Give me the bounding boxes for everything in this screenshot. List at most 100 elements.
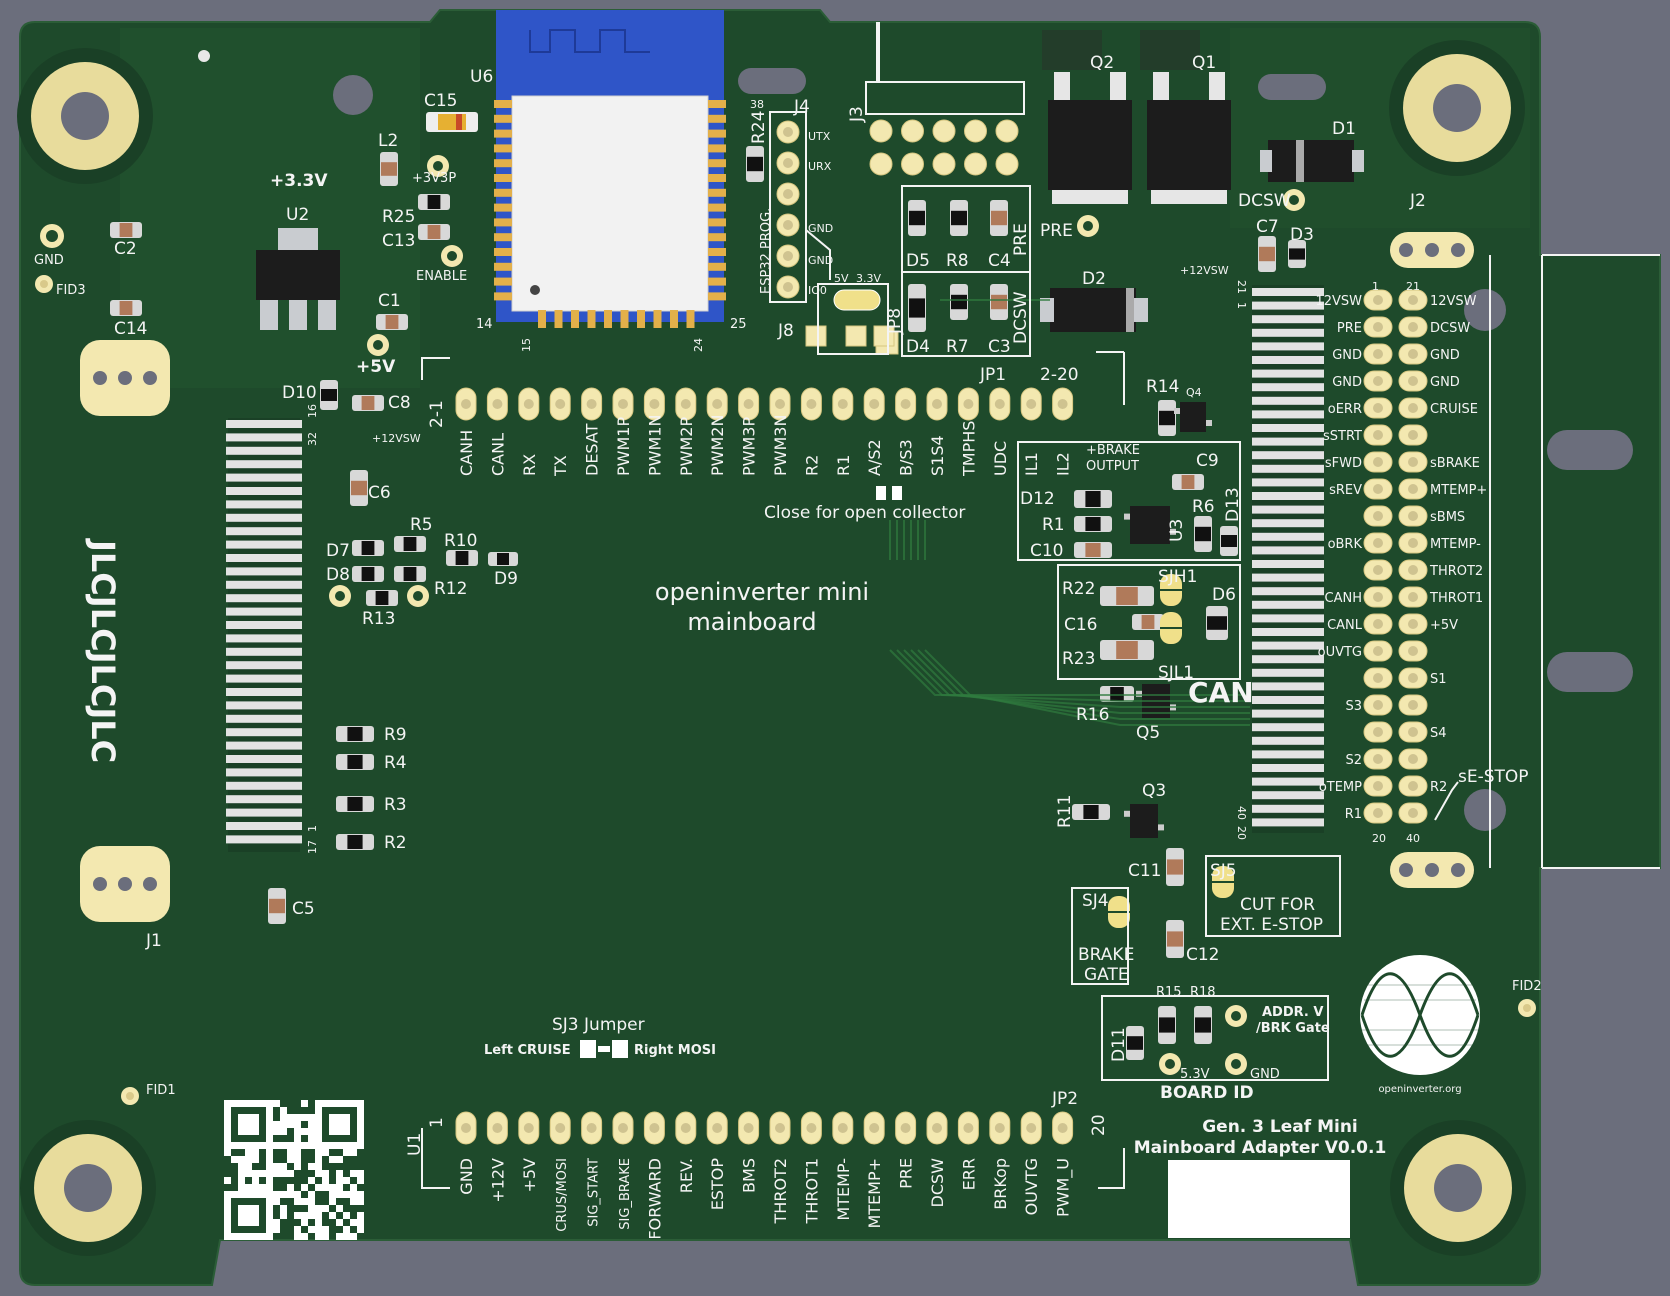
trace	[903, 649, 1250, 708]
ref-can: CAN	[1188, 676, 1254, 709]
ref-j3: J3	[847, 106, 867, 123]
j2-pad-drill	[1408, 592, 1418, 602]
qr-module	[273, 1226, 280, 1233]
j2-pad-drill	[1408, 403, 1418, 413]
c4-capacitor-body	[991, 210, 1007, 226]
jp2-header	[455, 1111, 1074, 1145]
qr-module	[315, 1170, 322, 1177]
qr-module	[294, 1121, 301, 1128]
j2-pad-drill	[1373, 754, 1383, 764]
j2-pad-drill	[1373, 376, 1383, 386]
q4-transistor	[1180, 402, 1206, 432]
j8-pad	[845, 325, 867, 347]
qr-module	[294, 1142, 301, 1149]
trace	[910, 649, 1250, 714]
ref-q3: Q3	[1142, 781, 1166, 801]
j3-pad	[869, 152, 893, 176]
qr-module	[294, 1163, 301, 1170]
jp1-pad-drill	[837, 399, 848, 409]
via	[198, 50, 210, 62]
qr-module	[266, 1149, 273, 1156]
j2-right-pin-label: sBMS	[1430, 510, 1465, 525]
ffc-contact	[1252, 600, 1324, 609]
ref-r5: R5	[410, 515, 433, 535]
j4-pad-drill	[783, 220, 793, 230]
qr-module	[350, 1233, 357, 1240]
qr-module	[329, 1191, 336, 1198]
qr-module	[259, 1170, 266, 1177]
j3-pad	[901, 119, 924, 143]
jp2-pin-label: +12V	[488, 1158, 507, 1203]
r25-resistor-body	[427, 195, 441, 209]
qr-module	[357, 1226, 364, 1233]
qr-module	[245, 1149, 252, 1156]
esp32-pin	[708, 129, 726, 138]
ref-sj4: SJ4	[1082, 891, 1109, 911]
ref-sjh1: SJH1	[1158, 567, 1197, 587]
qr-module	[350, 1149, 357, 1156]
ref-d11: D11	[1109, 1027, 1129, 1062]
label-esp-pin15: 15	[520, 338, 533, 352]
ref-r15: R15	[1156, 985, 1182, 1000]
copper-traces	[889, 299, 1250, 726]
qr-module	[280, 1142, 287, 1149]
ref-r25: R25	[382, 207, 415, 227]
qr-module	[315, 1156, 322, 1163]
qr-module	[308, 1142, 315, 1149]
ffc-contact	[226, 755, 302, 763]
label-sj3-left: Left CRUISE	[484, 1043, 571, 1058]
j2-right-pin-label: 12VSW	[1430, 294, 1477, 309]
ffc-contact	[1252, 424, 1324, 432]
d4-diode-body	[909, 298, 925, 318]
qr-module	[315, 1226, 322, 1233]
j3-pad	[869, 119, 893, 143]
u3-ic-pin	[1124, 513, 1130, 520]
j4-header	[776, 120, 800, 299]
jp1-pad-drill	[806, 399, 817, 409]
jp1-pin-label: IL1	[1022, 452, 1041, 476]
j2-pad-drill	[1373, 700, 1383, 710]
jp1-pad-drill	[680, 399, 691, 409]
qr-module	[315, 1149, 322, 1156]
jp2-pin-label: ESTOP	[708, 1158, 727, 1211]
u3-ic	[1130, 506, 1170, 544]
ffc-contact	[1252, 668, 1324, 677]
jp2-pin-label: SIG_START	[587, 1158, 602, 1227]
r14-resistor-body	[1159, 410, 1175, 426]
j4-pad-drill	[783, 282, 793, 292]
ffc-contact	[226, 473, 302, 482]
esp32-pin	[494, 114, 512, 123]
qr-module	[308, 1177, 315, 1184]
qr-module	[343, 1191, 350, 1198]
sj3-pad	[580, 1040, 596, 1058]
jp1-pin-label: TMPHS	[959, 421, 978, 477]
ref-j8: J8	[777, 321, 794, 341]
label-pre-pad: PRE	[1040, 221, 1073, 241]
j2-right-pin-label: S1	[1430, 672, 1447, 687]
esp32-pin	[670, 310, 678, 328]
ffc-contact	[1252, 682, 1324, 691]
label-j4-gnd2: GND	[808, 254, 833, 267]
label-conn-l-17: 17	[306, 840, 319, 854]
ffc-contact	[1252, 587, 1324, 596]
j1-header-bottom	[80, 846, 170, 922]
jp1-pad-drill	[712, 399, 723, 409]
d9-diode-body	[497, 553, 509, 565]
qr-module	[287, 1170, 294, 1177]
label-conn-r-40: 40	[1235, 806, 1248, 820]
ref-fid1: FID1	[146, 1083, 176, 1098]
jp1-pin-label: B/S3	[897, 439, 916, 476]
j2-right-pin-label: THROT1	[1429, 591, 1483, 606]
j2-pad-drill	[1408, 673, 1418, 683]
ref-d13: D13	[1223, 487, 1243, 522]
label-jp8-5v: 5V	[834, 272, 849, 285]
d3-diode-body	[1289, 248, 1305, 260]
qr-module	[308, 1121, 315, 1128]
ffc-contact	[1252, 464, 1324, 473]
r22-resistor-body	[1116, 587, 1138, 605]
qr-module	[357, 1191, 364, 1198]
jp2-pin-label: THROT2	[771, 1158, 790, 1224]
label-cut-for: CUT FOR	[1240, 895, 1315, 915]
jp1-pad-drill	[869, 399, 880, 409]
